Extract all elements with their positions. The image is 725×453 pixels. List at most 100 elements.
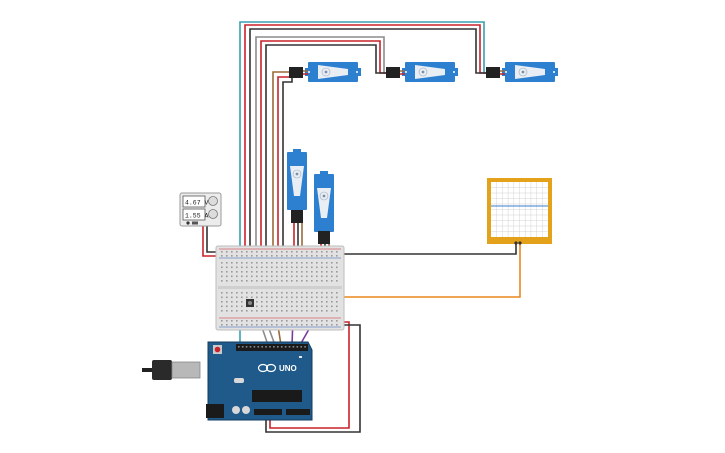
- servo-mount-hole: [356, 71, 358, 73]
- power-supply-icon[interactable]: 4.67 V 1.55 A: [179, 192, 222, 227]
- wire-servo1-black[interactable]: [282, 75, 293, 253]
- breadboard-hole: [321, 255, 323, 257]
- breadboard-hole: [291, 292, 293, 294]
- breadboard-hole: [256, 324, 258, 326]
- wire-servo3-red[interactable]: [244, 24, 488, 253]
- breadboard-hole: [236, 292, 238, 294]
- breadboard-hole: [261, 324, 263, 326]
- breadboard-hole: [256, 305, 258, 308]
- servo-motor-icon[interactable]: [305, 62, 361, 82]
- breadboard-hole: [236, 262, 238, 264]
- arduino-uno-icon[interactable]: UNO: [142, 341, 313, 421]
- servo-motor-icon[interactable]: [502, 62, 558, 82]
- servo-hub: [322, 194, 326, 198]
- breadboard-hole: [301, 324, 303, 326]
- usb-connector: [171, 361, 201, 379]
- breadboard-hole: [276, 262, 278, 264]
- breadboard-hole: [236, 296, 238, 299]
- breadboard-hole: [266, 255, 268, 257]
- breadboard-hole: [331, 301, 333, 303]
- breadboard-hole: [306, 296, 308, 299]
- current-knob[interactable]: [208, 209, 218, 219]
- breadboard-hole: [281, 301, 283, 303]
- breadboard-hole: [246, 266, 248, 269]
- breadboard-hole: [241, 262, 243, 264]
- breadboard-hole: [301, 320, 303, 322]
- breadboard-hole: [281, 324, 283, 326]
- breadboard-hole: [336, 310, 338, 312]
- servo-mount-hole: [308, 71, 310, 73]
- breadboard-hole: [266, 275, 268, 278]
- breadboard-hole: [316, 310, 318, 312]
- breadboard-hole: [231, 296, 233, 299]
- breadboard-hole: [321, 305, 323, 308]
- breadboard-hole: [326, 266, 328, 269]
- breadboard-hole: [261, 271, 263, 273]
- breadboard-hole: [226, 251, 228, 253]
- breadboard-hole: [221, 251, 223, 253]
- breadboard-hole: [271, 320, 273, 322]
- servo-hub: [324, 70, 328, 74]
- breadboard-hole: [331, 296, 333, 299]
- breadboard-hole: [326, 255, 328, 257]
- breadboard-hole: [301, 310, 303, 312]
- breadboard-hole: [281, 296, 283, 299]
- header-pin: [292, 346, 295, 348]
- breadboard-hole: [301, 305, 303, 308]
- breadboard-hole: [326, 280, 328, 282]
- breadboard-hole: [241, 305, 243, 308]
- wire-servo1-brown[interactable]: [272, 71, 292, 253]
- breadboard-hole: [271, 280, 273, 282]
- breadboard-hole: [311, 271, 313, 273]
- breadboard-hole: [291, 280, 293, 282]
- breadboard-hole: [266, 262, 268, 264]
- breadboard-hole: [286, 271, 288, 273]
- servo-motor-icon[interactable]: [402, 62, 458, 82]
- wire-scope-orange[interactable]: [261, 243, 521, 298]
- header-pin: [284, 346, 287, 348]
- breadboard-hole: [286, 310, 288, 312]
- breadboard-hole: [326, 296, 328, 299]
- breadboard-hole: [276, 275, 278, 278]
- breadboard-hole: [256, 255, 258, 257]
- wire-servo2-black[interactable]: [265, 44, 387, 253]
- breadboard-hole: [276, 280, 278, 282]
- breadboard-hole: [271, 275, 273, 278]
- breadboard-hole: [221, 305, 223, 308]
- breadboard-hole: [306, 301, 308, 303]
- breadboard-hole: [271, 296, 273, 299]
- servo-motor-icon[interactable]: [314, 171, 334, 235]
- breadboard-hole: [311, 292, 313, 294]
- wire-servo3-black[interactable]: [249, 28, 487, 253]
- header-pin: [288, 346, 291, 348]
- breadboard-hole: [336, 301, 338, 303]
- oscilloscope-probe-neg: [514, 241, 518, 245]
- breadboard-hole: [236, 271, 238, 273]
- breadboard-hole: [331, 275, 333, 278]
- breadboard-hole: [301, 266, 303, 269]
- breadboard-hole: [241, 271, 243, 273]
- breadboard-hole: [331, 251, 333, 253]
- breadboard-hole: [256, 320, 258, 322]
- power-supply-switch[interactable]: [192, 221, 198, 225]
- breadboard-hole: [221, 275, 223, 278]
- power-supply-terminal-neg: [186, 221, 190, 225]
- servo-motor-icon[interactable]: [287, 149, 307, 213]
- breadboard-hole: [251, 266, 253, 269]
- breadboard-hole: [266, 305, 268, 308]
- oscilloscope-icon[interactable]: [487, 178, 552, 245]
- breadboard-hole: [321, 324, 323, 326]
- breadboard-hole: [241, 301, 243, 303]
- breadboard-hole: [286, 296, 288, 299]
- wire-scope-black[interactable]: [339, 243, 517, 255]
- voltage-knob[interactable]: [208, 196, 218, 206]
- breadboard-hole: [316, 292, 318, 294]
- breadboard-hole: [251, 262, 253, 264]
- crystal: [234, 378, 244, 383]
- breadboard-hole: [306, 262, 308, 264]
- breadboard-hole: [291, 266, 293, 269]
- breadboard-hole: [331, 310, 333, 312]
- breadboard-hole: [291, 320, 293, 322]
- servo-hub: [421, 70, 425, 74]
- breadboard-hole: [331, 271, 333, 273]
